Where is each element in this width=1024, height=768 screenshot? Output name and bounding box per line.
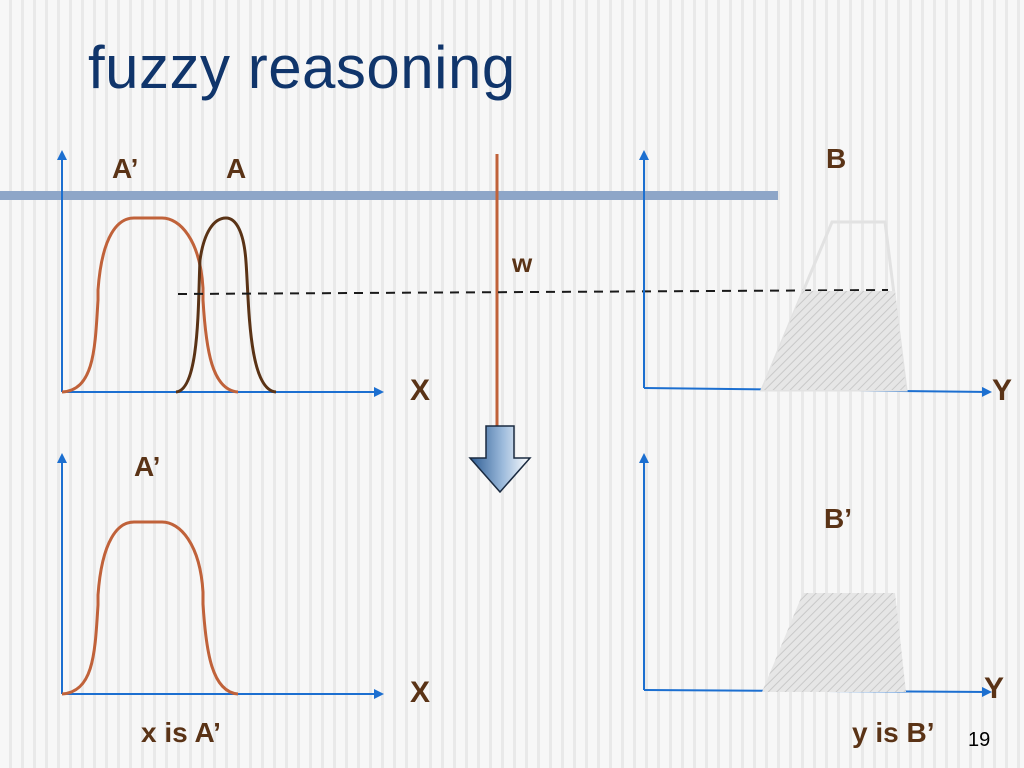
a-prime-membership-curve xyxy=(61,520,239,696)
label-b: B xyxy=(826,143,846,174)
title-divider xyxy=(0,191,778,200)
weight-label: w xyxy=(511,248,533,278)
caption-x-is-a-prime: x is A’ xyxy=(141,717,221,748)
bottom-right-panel: B’ Y y is B’ xyxy=(639,453,1004,748)
bottom-left-panel: A’ X x is A’ xyxy=(57,451,430,748)
label-b-prime: B’ xyxy=(824,503,852,534)
label-a-prime: A’ xyxy=(134,451,160,482)
page-number: 19 xyxy=(968,729,990,751)
top-right-panel: B Y xyxy=(639,143,1012,407)
label-a-prime: A’ xyxy=(112,153,138,184)
b-clipped-region xyxy=(762,291,906,390)
a-membership-curve xyxy=(175,216,277,394)
a-prime-membership-curve xyxy=(61,216,239,394)
weight-indicator: w xyxy=(468,154,533,494)
slide-title: fuzzy reasoning xyxy=(88,34,516,101)
caption-y-is-b-prime: y is B’ xyxy=(852,717,934,748)
x-axis-label: X xyxy=(410,676,430,709)
y-axis-label: Y xyxy=(992,374,1012,407)
x-axis-label: X xyxy=(410,374,430,407)
down-arrow-icon xyxy=(468,425,532,494)
top-left-panel: A’ A X xyxy=(57,150,430,407)
label-a: A xyxy=(226,153,246,184)
b-prime-region xyxy=(762,593,906,692)
y-axis-label: Y xyxy=(984,672,1004,705)
firing-level-line xyxy=(177,289,889,295)
